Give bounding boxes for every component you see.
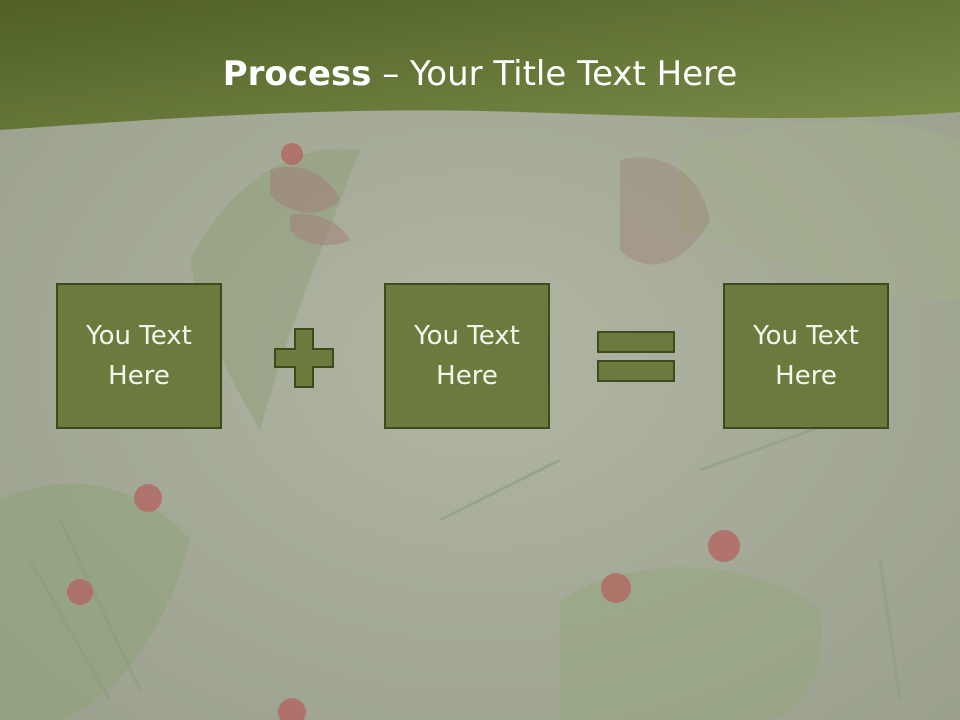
slide-title: Process – Your Title Text Here: [0, 52, 960, 96]
process-box-2[interactable]: You Text Here: [384, 283, 550, 429]
title-bold: Process: [222, 54, 372, 94]
title-rest: – Your Title Text Here: [371, 54, 738, 94]
equals-icon: [597, 331, 675, 382]
process-box-3[interactable]: You Text Here: [723, 283, 889, 429]
header-banner: [0, 0, 960, 130]
plus-icon: [274, 328, 334, 388]
process-box-1[interactable]: You Text Here: [56, 283, 222, 429]
